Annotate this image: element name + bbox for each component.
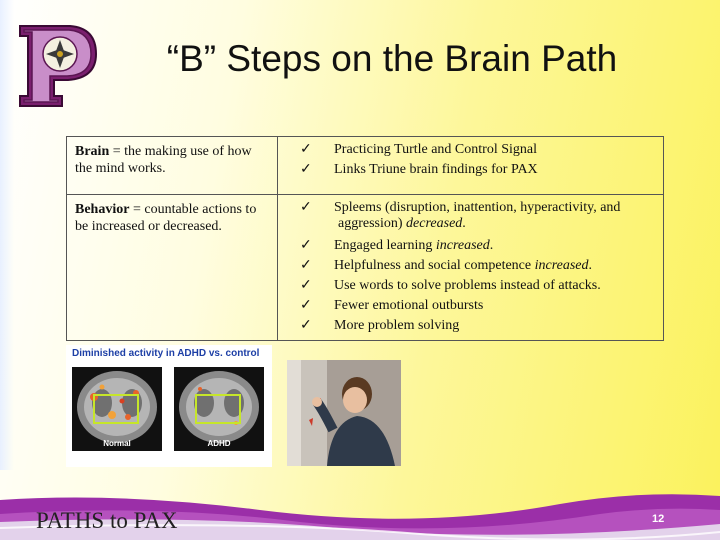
left-decorative-strip: [0, 0, 14, 470]
list-item-text: Fewer emotional outbursts: [334, 298, 484, 313]
list-item-text: Spleems (disruption, inattention, hypera…: [334, 200, 621, 215]
list-item: ✓ Fewer emotional outbursts: [286, 296, 655, 316]
footer-brand-text: PATHS to PAX: [36, 508, 178, 533]
child-writing-photo: [287, 360, 401, 466]
list-item-text: Engaged learning increased.: [334, 238, 494, 253]
list-item: ✓ Engaged learning increased.: [286, 236, 655, 256]
check-icon: ✓: [300, 298, 312, 313]
behavior-definition-cell: Behavior = countable actions to be incre…: [66, 194, 278, 341]
check-icon: ✓: [300, 142, 312, 157]
list-item: ✓ Links Triune brain findings for PAX: [286, 160, 655, 180]
list-item-text: Use words to solve problems instead of a…: [334, 278, 601, 293]
adhd-brain-scan-image: ADHD: [174, 367, 264, 451]
brain-scan-figure: Diminished activity in ADHD vs. control …: [66, 345, 272, 467]
check-icon: ✓: [300, 162, 312, 177]
behavior-term: Behavior: [75, 202, 130, 217]
slide-number: 12: [652, 513, 665, 525]
check-icon: ✓: [300, 318, 312, 333]
check-icon: ✓: [300, 258, 312, 273]
normal-brain-scan-image: Normal: [72, 367, 162, 451]
list-item: ✓ Practicing Turtle and Control Signal: [286, 140, 655, 160]
list-item: ✓ Use words to solve problems instead of…: [286, 276, 655, 296]
brain-behavior-table: Brain = the making use of how the mind w…: [66, 136, 664, 341]
decreased-emphasis: decreased: [406, 216, 463, 231]
behavior-items-cell: ✓ Spleems (disruption, inattention, hype…: [277, 194, 664, 341]
list-item-text: More problem solving: [334, 318, 460, 333]
behavior-definition: = countable actions to be increased or d…: [75, 202, 257, 234]
brain-definition-cell: Brain = the making use of how the mind w…: [66, 136, 278, 195]
check-icon: ✓: [300, 200, 312, 215]
check-icon: ✓: [300, 278, 312, 293]
list-item-text: Helpfulness and social competence increa…: [334, 258, 593, 273]
list-item-continuation: aggression) decreased.: [338, 216, 466, 231]
footer-band: [0, 470, 720, 540]
adhd-label: ADHD: [207, 439, 231, 448]
list-item: ✓ More problem solving: [286, 316, 655, 336]
list-item: ✓ Spleems (disruption, inattention, hype…: [286, 198, 655, 218]
brain-term: Brain: [75, 144, 110, 159]
brain-definition: = the making use of how the mind works.: [75, 144, 252, 176]
list-item-text: Practicing Turtle and Control Signal: [334, 142, 537, 157]
list-item: ✓ Helpfulness and social competence incr…: [286, 256, 655, 276]
brain-scan-caption: Diminished activity in ADHD vs. control: [72, 348, 260, 359]
list-item-text: Links Triune brain findings for PAX: [334, 162, 538, 177]
brain-items-cell: ✓ Practicing Turtle and Control Signal ✓…: [277, 136, 664, 195]
paths-logo: P: [14, 20, 100, 110]
normal-label: Normal: [103, 439, 131, 448]
check-icon: ✓: [300, 238, 312, 253]
slide-title: “B” Steps on the Brain Path: [166, 38, 618, 79]
